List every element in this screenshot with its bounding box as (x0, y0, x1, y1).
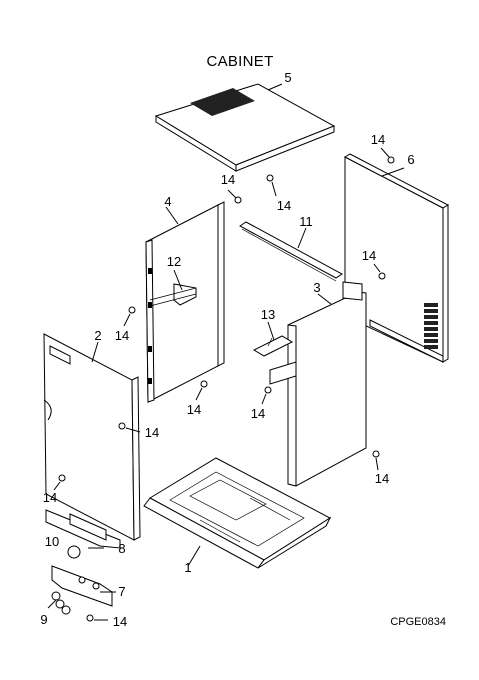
callout-4: 4 (164, 194, 171, 209)
callout-14: 14 (251, 406, 265, 421)
part-rail (239, 221, 343, 282)
callout-14: 14 (145, 425, 159, 440)
part-top-panel (154, 83, 336, 172)
callout-8: 8 (118, 541, 125, 556)
callout-14: 14 (187, 402, 201, 417)
part-bracket-8 (45, 509, 121, 559)
screw-icon (380, 147, 395, 164)
callout-14: 14 (43, 490, 57, 505)
callout-14: 14 (375, 471, 389, 486)
screw-icon (261, 386, 272, 405)
part-washers (47, 591, 71, 615)
callout-13: 13 (261, 307, 275, 322)
screw-icon (373, 263, 386, 280)
callout-14: 14 (113, 614, 127, 629)
callout-12: 12 (167, 254, 181, 269)
part-front-panel (287, 281, 367, 487)
screw-icon (118, 422, 141, 433)
callout-14: 14 (362, 248, 376, 263)
screw-icon (195, 380, 208, 401)
callout-2: 2 (94, 328, 101, 343)
callout-5: 5 (284, 70, 291, 85)
part-bracket-12 (149, 269, 197, 307)
screw-icon (53, 474, 66, 491)
part-base-frame (143, 457, 332, 569)
screw-icon (372, 450, 380, 471)
screw-icon (227, 189, 242, 204)
grommet (67, 545, 81, 559)
callout-7: 7 (118, 584, 125, 599)
screw-icon (86, 614, 108, 622)
vent-grille (190, 88, 255, 116)
callout-14: 14 (115, 328, 129, 343)
callout-10: 10 (45, 534, 59, 549)
callout-14: 14 (277, 198, 291, 213)
drawing-code: CPGE0834 (390, 616, 446, 628)
callouts: 1 2 3 4 5 6 7 8 9 10 11 12 13 14 14 14 1… (40, 70, 414, 629)
callout-14: 14 (371, 132, 385, 147)
diagram-title: CABINET (206, 53, 273, 70)
callout-3: 3 (313, 280, 320, 295)
screws (53, 147, 395, 622)
screw-icon (123, 306, 136, 327)
part-bracket-7 (51, 565, 116, 607)
callout-11: 11 (299, 214, 313, 229)
part-left-front-panel (43, 333, 141, 541)
callout-6: 6 (407, 152, 414, 167)
screw-icon (266, 174, 277, 197)
part-bracket-13 (252, 321, 297, 385)
callout-9: 9 (40, 612, 47, 627)
callout-1: 1 (184, 560, 191, 575)
part-right-side-panel (343, 153, 450, 363)
callout-14: 14 (221, 172, 235, 187)
